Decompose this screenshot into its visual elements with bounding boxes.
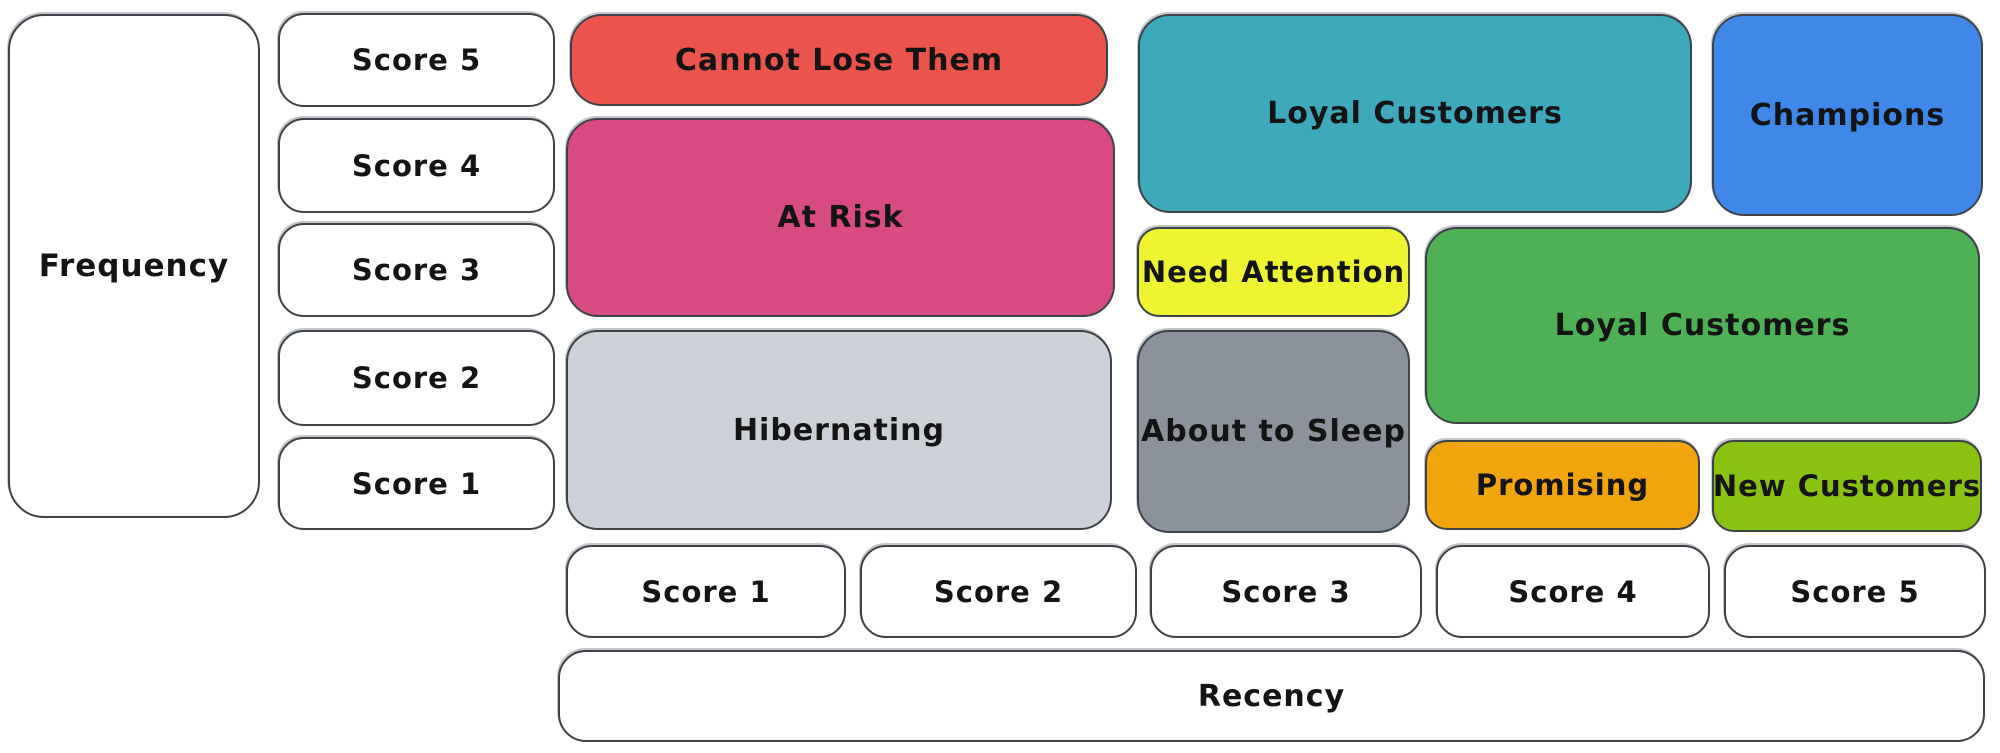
segment-hibernating: Hibernating	[566, 330, 1112, 530]
frequency-score-4: Score 4	[278, 118, 555, 213]
recency-score-2: Score 2	[860, 545, 1137, 638]
frequency-score-2: Score 2	[278, 330, 555, 426]
recency-score-1: Score 1	[566, 545, 846, 638]
frequency-axis-label: Frequency	[8, 14, 260, 518]
recency-score-4: Score 4	[1436, 545, 1710, 638]
segment-new-customers: New Customers	[1712, 440, 1982, 532]
recency-score-3: Score 3	[1150, 545, 1422, 638]
frequency-score-3: Score 3	[278, 223, 555, 317]
segment-loyal-customers-top: Loyal Customers	[1138, 14, 1692, 213]
segment-champions: Champions	[1712, 14, 1983, 216]
frequency-score-1: Score 1	[278, 437, 555, 530]
recency-score-5: Score 5	[1724, 545, 1986, 638]
recency-axis-label: Recency	[558, 650, 1985, 742]
frequency-score-5: Score 5	[278, 13, 555, 107]
segment-cannot-lose-them: Cannot Lose Them	[570, 14, 1108, 106]
segment-at-risk: At Risk	[566, 118, 1115, 317]
segment-about-to-sleep: About to Sleep	[1137, 330, 1410, 533]
segment-need-attention: Need Attention	[1137, 227, 1410, 317]
segment-promising: Promising	[1425, 440, 1700, 530]
segment-loyal-customers-right: Loyal Customers	[1425, 227, 1980, 424]
